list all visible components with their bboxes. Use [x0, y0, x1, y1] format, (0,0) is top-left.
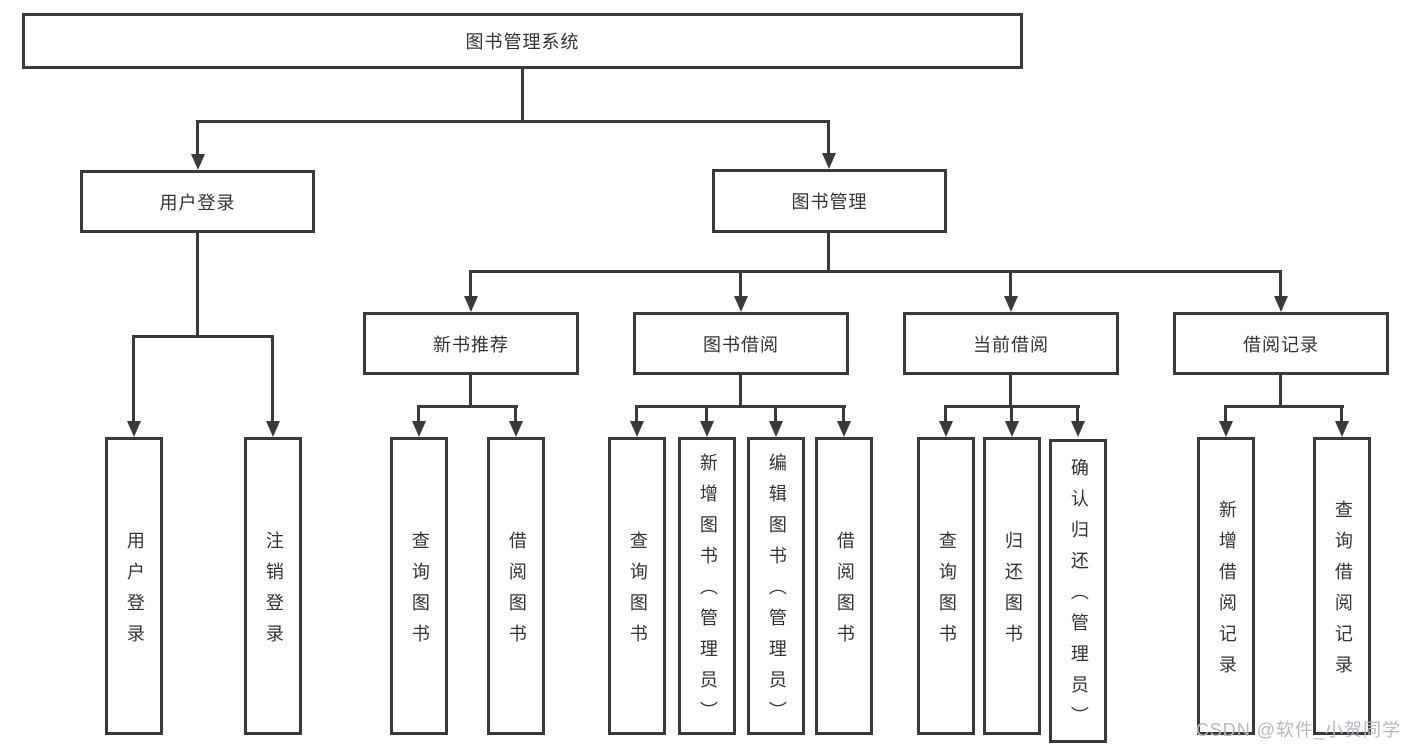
node-book-borrow-label: 图书借阅 [703, 334, 779, 355]
connector-drop-leaf [1224, 405, 1227, 421]
leaf-borrow-books: 借阅图书 [815, 437, 873, 735]
leaf-user-login: 用户登录 [105, 437, 163, 735]
leaf-add-borrow-record: 新增借阅记录 [1197, 437, 1255, 735]
leaf-edit-books-admin: 编辑图书（管理员） [747, 437, 805, 735]
connector-user-bar [132, 335, 274, 338]
connector-drop-current [1009, 270, 1012, 296]
arrowhead-leaf-icon [769, 421, 783, 437]
arrowhead-leaf-icon [1005, 421, 1019, 437]
arrowhead-current-icon [1004, 296, 1018, 312]
connector-drop-leaf [774, 405, 777, 421]
node-book-management: 图书管理 [712, 169, 947, 233]
arrowhead-leaf-icon [1335, 421, 1349, 437]
leaf-newbook-query-books: 查询图书 [390, 437, 448, 735]
leaf-logout-label: 注销登录 [263, 530, 284, 655]
leaf-borrow-books-label: 借阅图书 [834, 530, 855, 655]
node-root-label: 图书管理系统 [465, 32, 580, 52]
node-root-system: 图书管理系统 [22, 13, 1023, 69]
leaf-confirm-return-admin: 确认归还（管理员） [1049, 439, 1107, 743]
leaf-add-borrow-record-label: 新增借阅记录 [1216, 499, 1237, 686]
arrowhead-leaf-icon [1071, 421, 1085, 437]
node-borrow-records-label: 借阅记录 [1243, 334, 1319, 355]
connector-drop-borrow [739, 270, 742, 296]
node-new-book-recommend: 新书推荐 [363, 312, 579, 375]
leaf-user-login-label: 用户登录 [124, 530, 145, 655]
arrowhead-records-icon [1274, 296, 1288, 312]
connector-new-book-bar [417, 405, 518, 408]
leaf-edit-books-admin-label: 编辑图书（管理员） [766, 453, 787, 732]
connector-records-stub [1279, 375, 1282, 405]
connector-borrow-stub [739, 375, 742, 405]
connector-drop-user-login [196, 120, 199, 154]
arrowhead-logout-icon [266, 421, 280, 437]
connector-drop-login [132, 335, 135, 421]
connector-drop-leaf [514, 405, 517, 421]
leaf-newbook-borrow-books-label: 借阅图书 [506, 530, 527, 655]
arrowhead-leaf-icon [1219, 421, 1233, 437]
arrowhead-leaf-icon [700, 421, 714, 437]
leaf-query-borrow-record-label: 查询借阅记录 [1332, 499, 1353, 686]
connector-drop-leaf [1010, 405, 1013, 421]
connector-current-stub [1009, 375, 1012, 405]
arrowhead-user-login-icon [191, 154, 205, 170]
connector-drop-leaf [705, 405, 708, 421]
leaf-borrow-query-books: 查询图书 [608, 437, 666, 735]
connector-drop-leaf [635, 405, 638, 421]
node-current-borrow-label: 当前借阅 [973, 334, 1049, 355]
connector-root-stub [521, 69, 524, 120]
connector-drop-leaf [417, 405, 420, 421]
connector-borrow-bar [635, 405, 846, 408]
arrowhead-leaf-icon [509, 421, 523, 437]
connector-drop-leaf [1076, 405, 1079, 421]
connector-new-book-stub [469, 375, 472, 405]
leaf-query-borrow-record: 查询借阅记录 [1313, 437, 1371, 735]
leaf-return-books: 归还图书 [983, 437, 1041, 735]
node-book-management-label: 图书管理 [791, 192, 868, 212]
leaf-newbook-borrow-books: 借阅图书 [487, 437, 545, 735]
node-user-login-label: 用户登录 [159, 192, 236, 213]
arrowhead-new-book-icon [464, 296, 478, 312]
leaf-current-query-books-label: 查询图书 [936, 530, 957, 655]
connector-mgmt-stub [827, 233, 830, 270]
arrowhead-leaf-icon [939, 421, 953, 437]
leaf-add-books-admin-label: 新增图书（管理员） [697, 453, 718, 732]
node-borrow-records: 借阅记录 [1173, 312, 1389, 375]
node-user-login: 用户登录 [80, 170, 315, 233]
arrowhead-login-icon [127, 421, 141, 437]
connector-drop-book-mgmt [827, 120, 830, 153]
connector-drop-new-book [469, 270, 472, 296]
leaf-current-query-books: 查询图书 [917, 437, 975, 735]
connector-drop-logout [271, 335, 274, 421]
connector-drop-leaf [842, 405, 845, 421]
node-current-borrow: 当前借阅 [903, 312, 1119, 375]
arrowhead-leaf-icon [837, 421, 851, 437]
leaf-confirm-return-admin-label: 确认归还（管理员） [1068, 458, 1089, 737]
csdn-watermark: CSDN @软件_小贺同学 [1195, 720, 1401, 740]
leaf-logout: 注销登录 [244, 437, 302, 735]
arrowhead-borrow-icon [734, 296, 748, 312]
connector-level3-bar [469, 270, 1282, 273]
leaf-add-books-admin: 新增图书（管理员） [678, 437, 736, 735]
connector-drop-leaf [944, 405, 947, 421]
arrowhead-leaf-icon [412, 421, 426, 437]
leaf-newbook-query-books-label: 查询图书 [409, 530, 430, 655]
connector-records-bar [1224, 405, 1344, 408]
leaf-return-books-label: 归还图书 [1002, 530, 1023, 655]
connector-user-stub [196, 233, 199, 335]
arrowhead-leaf-icon [630, 421, 644, 437]
connector-level2-bar [196, 120, 830, 123]
arrowhead-book-mgmt-icon [822, 153, 836, 169]
connector-drop-records [1279, 270, 1282, 296]
node-book-borrow: 图书借阅 [633, 312, 849, 375]
connector-drop-leaf [1340, 405, 1343, 421]
node-new-book-label: 新书推荐 [433, 334, 509, 355]
leaf-borrow-query-books-label: 查询图书 [627, 530, 648, 655]
